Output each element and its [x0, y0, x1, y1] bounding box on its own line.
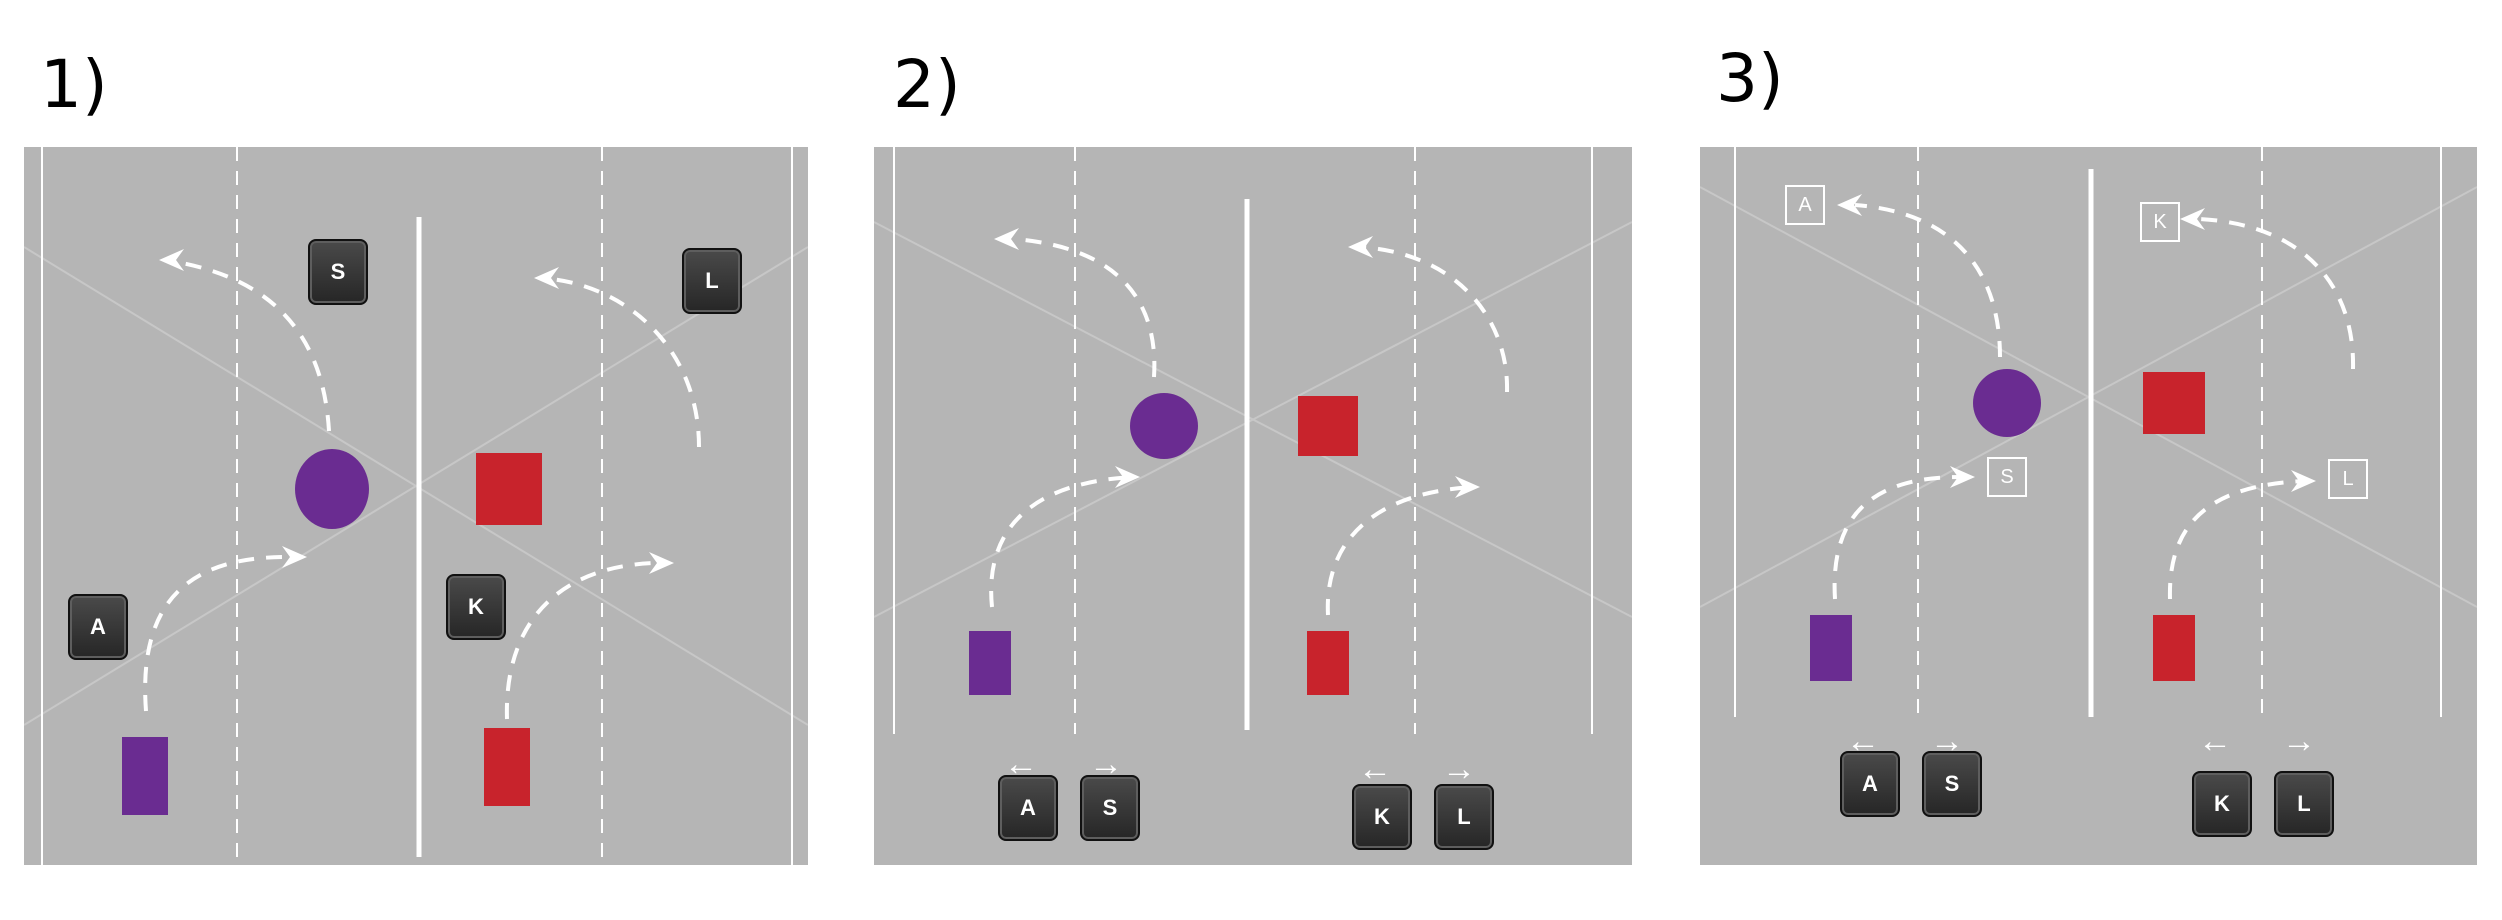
- panel-2-left-arrow-kl: ←: [1358, 750, 1392, 788]
- panel-3-box-k: K: [2140, 202, 2180, 242]
- panel-2-roads: [874, 147, 1632, 734]
- panel-3-box-a: A: [1785, 185, 1825, 225]
- panel-1-roads: [24, 147, 808, 865]
- panel-3-right-arrow-kl: →: [2282, 722, 2316, 760]
- panel-2-right-arrow-kl: →: [1442, 750, 1476, 788]
- panel-1-key-k[interactable]: K: [446, 574, 506, 640]
- panel-1-key-s[interactable]: S: [308, 239, 368, 305]
- panel-1-scene: S L A K: [24, 147, 808, 865]
- panel-2-scene: ← → A S ← → K L: [874, 147, 1632, 865]
- panel-1-key-a[interactable]: A: [68, 594, 128, 660]
- panel-3-box-s: S: [1987, 457, 2027, 497]
- panel-3-scene: A K S L ← → A S ← → K L: [1700, 147, 2477, 865]
- panel-3-key-a[interactable]: A: [1840, 751, 1900, 817]
- panel-3-left-arrow-kl: ←: [2198, 722, 2232, 760]
- panel-3-key-s[interactable]: S: [1922, 751, 1982, 817]
- panel-2-key-a[interactable]: A: [998, 775, 1058, 841]
- panel-2-label: 2): [893, 46, 961, 123]
- panel-1-key-l[interactable]: L: [682, 248, 742, 314]
- panel-1-label: 1): [40, 46, 108, 123]
- panel-3-box-l: L: [2328, 459, 2368, 499]
- panel-3-roads: [1700, 147, 2477, 717]
- panel-2-key-k[interactable]: K: [1352, 784, 1412, 850]
- panel-2-key-s[interactable]: S: [1080, 775, 1140, 841]
- panel-2-key-l[interactable]: L: [1434, 784, 1494, 850]
- panel-3-label: 3): [1716, 40, 1784, 117]
- panel-3-key-l[interactable]: L: [2274, 771, 2334, 837]
- panel-3-key-k[interactable]: K: [2192, 771, 2252, 837]
